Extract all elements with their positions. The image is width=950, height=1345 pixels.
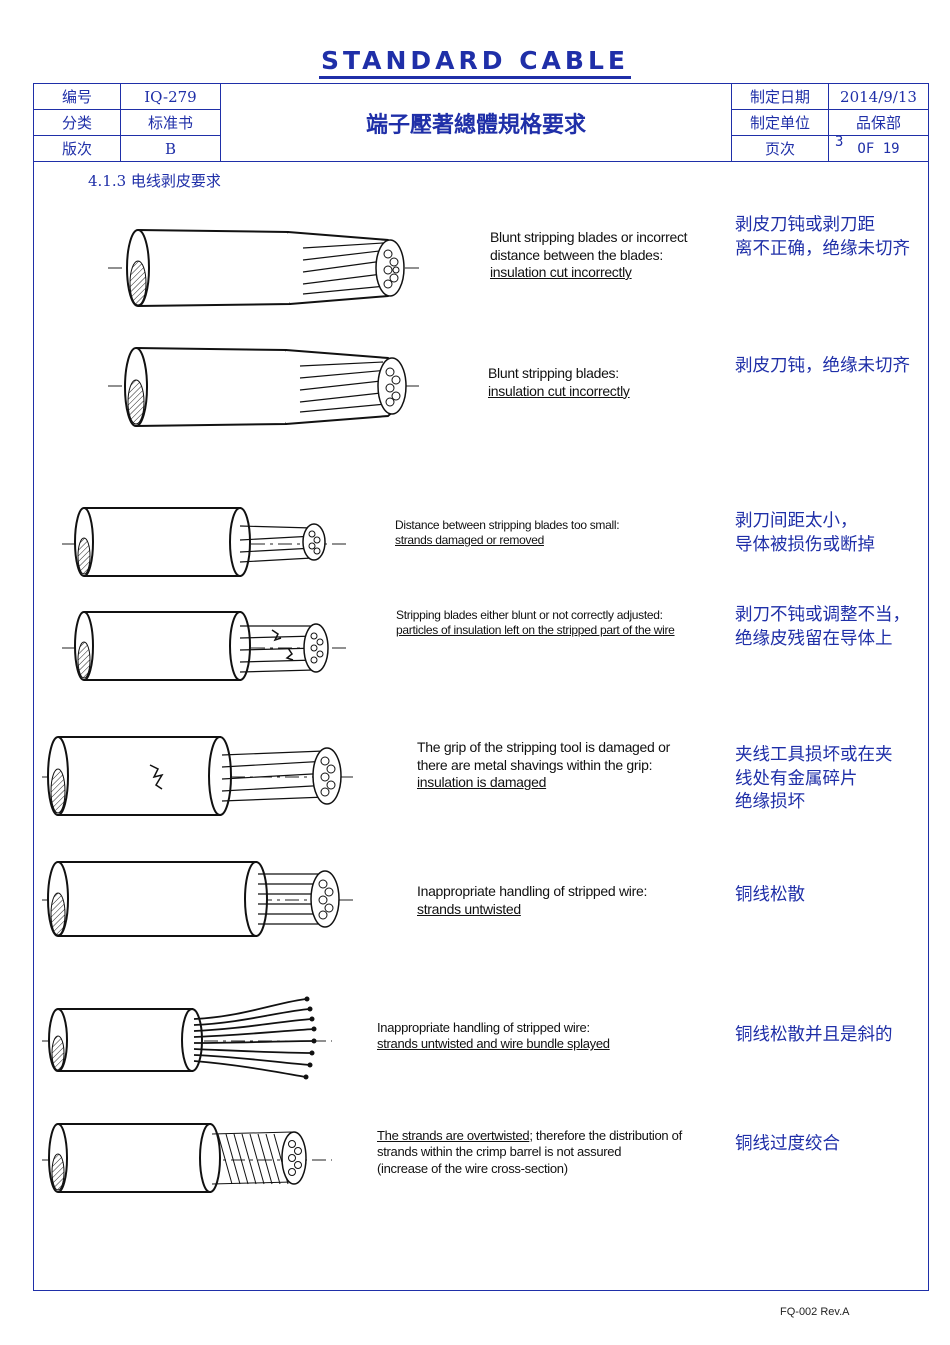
version-label: 版次: [33, 135, 121, 162]
description-cn-3: 剥刀间距太小，导体被损伤或断掉: [735, 511, 875, 555]
unit-label: 制定单位: [731, 109, 829, 136]
wire-illustration-5: [42, 736, 357, 816]
description-en-8: The strands are overtwisted; therefore t…: [377, 1128, 682, 1176]
description-cn-7: 铜线松散并且是斜的: [735, 1025, 893, 1045]
description-cn-2: 剥皮刀钝，绝缘未切齐: [735, 356, 910, 376]
document-header-table: 编号 IQ-279 端子壓著總體規格要求 制定日期 2014/9/13 分类 标…: [33, 83, 929, 162]
wire-illustration-6: [42, 861, 357, 937]
document-title: 端子壓著總體規格要求: [220, 83, 732, 162]
description-cn-6: 铜线松散: [735, 885, 805, 905]
wire-illustration-1: [108, 229, 423, 307]
wire-illustration-7: [42, 996, 332, 1080]
description-cn-4: 剥刀不钝或调整不当，绝缘皮残留在导体上: [735, 605, 910, 649]
doc-number-value: IQ-279: [120, 83, 221, 110]
description-en-6: Inappropriate handling of stripped wire:…: [417, 883, 648, 917]
page-indicator: 3 OF 19: [828, 134, 929, 162]
category-label: 分类: [33, 109, 121, 136]
wire-illustration-2: [108, 347, 423, 427]
section-heading: 4.1.3 电线剥皮要求: [88, 172, 221, 190]
version-value: B: [120, 135, 221, 162]
page-total: OF 19: [857, 140, 900, 157]
page-number: 3: [835, 134, 844, 150]
description-en-2: Blunt stripping blades:insulation cut in…: [488, 365, 630, 399]
description-cn-5: 夹线工具损坏或在夹线处有金属碎片绝缘损坏: [735, 745, 893, 813]
wire-illustration-4: [62, 611, 347, 681]
date-value: 2014/9/13: [828, 83, 929, 110]
doc-number-label: 编号: [33, 83, 121, 110]
description-cn-8: 铜线过度绞合: [735, 1134, 840, 1154]
wire-illustration-8: [42, 1123, 332, 1193]
description-en-4: Stripping blades either blunt or not cor…: [396, 608, 675, 637]
company-logo: STANDARD CABLE: [0, 46, 950, 79]
page-label: 页次: [731, 135, 829, 162]
description-en-5: The grip of the stripping tool is damage…: [417, 739, 670, 790]
description-en-3: Distance between stripping blades too sm…: [395, 518, 620, 547]
form-code: FQ-002 Rev.A: [780, 1306, 850, 1318]
category-value: 标准书: [120, 109, 221, 136]
wire-illustration-3: [62, 507, 347, 577]
description-en-7: Inappropriate handling of stripped wire:…: [377, 1020, 610, 1052]
unit-value: 品保部: [828, 109, 929, 136]
date-label: 制定日期: [731, 83, 829, 110]
description-cn-1: 剥皮刀钝或剥刀距离不正确，绝缘未切齐: [735, 215, 910, 259]
